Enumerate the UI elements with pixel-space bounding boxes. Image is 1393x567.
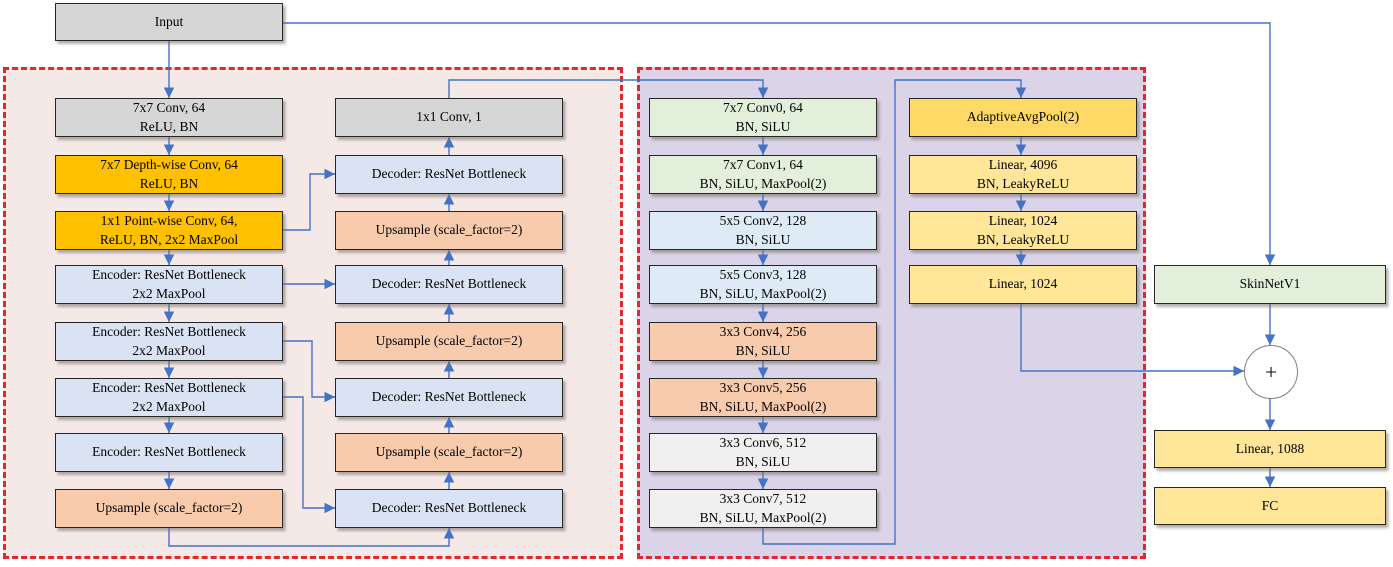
node-sublabel: BN, LeakyReLU bbox=[976, 175, 1070, 191]
node-label: 3x3 Conv7, 512 bbox=[719, 490, 807, 506]
pointwise-conv-block: 1x1 Point-wise Conv, 64, ReLU, BN, 2x2 M… bbox=[55, 211, 283, 250]
encoder-upsample-block: Upsample (scale_factor=2) bbox=[55, 489, 283, 528]
decoder-upsample-2: Upsample (scale_factor=2) bbox=[335, 322, 563, 361]
encoder-bottleneck-1: Encoder: ResNet Bottleneck 2x2 MaxPool bbox=[55, 265, 283, 304]
linear-1024-block-1: Linear, 1024 BN, LeakyReLU bbox=[909, 211, 1137, 250]
decoder-bottleneck-1: Decoder: ResNet Bottleneck bbox=[335, 155, 563, 194]
node-sublabel: BN, SiLU, MaxPool(2) bbox=[699, 398, 827, 414]
node-label: Encoder: ResNet Bottleneck bbox=[92, 266, 246, 282]
decoder-upsample-1: Upsample (scale_factor=2) bbox=[335, 211, 563, 250]
node-label: Linear, 1024 bbox=[988, 212, 1058, 228]
adaptive-avgpool-block: AdaptiveAvgPool(2) bbox=[909, 98, 1137, 137]
node-sublabel: BN, LeakyReLU bbox=[976, 231, 1070, 247]
conv4-block: 3x3 Conv4, 256 BN, SiLU bbox=[649, 322, 877, 361]
node-sublabel: 2x2 MaxPool bbox=[132, 285, 206, 301]
linear-4096-block: Linear, 4096 BN, LeakyReLU bbox=[909, 155, 1137, 194]
linear-1024-block-2: Linear, 1024 bbox=[909, 265, 1137, 304]
cnn-panel bbox=[637, 67, 1146, 559]
node-sublabel: 2x2 MaxPool bbox=[132, 398, 206, 414]
node-label: AdaptiveAvgPool(2) bbox=[966, 109, 1080, 125]
node-sublabel: BN, SiLU bbox=[735, 231, 791, 247]
node-label: Upsample (scale_factor=2) bbox=[375, 444, 523, 460]
sum-node: + bbox=[1244, 345, 1298, 399]
decoder-upsample-3: Upsample (scale_factor=2) bbox=[335, 433, 563, 472]
node-label: 1x1 Conv, 1 bbox=[416, 109, 482, 125]
plus-icon: + bbox=[1265, 359, 1277, 384]
node-label: 3x3 Conv4, 256 bbox=[719, 323, 807, 339]
node-label: Upsample (scale_factor=2) bbox=[95, 500, 243, 516]
decoder-bottleneck-2: Decoder: ResNet Bottleneck bbox=[335, 265, 563, 304]
node-label: 3x3 Conv5, 256 bbox=[719, 379, 807, 395]
node-sublabel: 2x2 MaxPool bbox=[132, 342, 206, 358]
node-label: Input bbox=[154, 13, 184, 29]
node-label: Decoder: ResNet Bottleneck bbox=[371, 389, 527, 405]
conv5-block: 3x3 Conv5, 256 BN, SiLU, MaxPool(2) bbox=[649, 378, 877, 417]
node-label: Decoder: ResNet Bottleneck bbox=[371, 500, 527, 516]
node-sublabel: BN, SiLU bbox=[735, 453, 791, 469]
conv2-block: 5x5 Conv2, 128 BN, SiLU bbox=[649, 211, 877, 250]
node-label: 3x3 Conv6, 512 bbox=[719, 434, 807, 450]
node-label: FC bbox=[1261, 497, 1279, 513]
node-label: Encoder: ResNet Bottleneck bbox=[92, 444, 246, 460]
conv0-block: 7x7 Conv0, 64 BN, SiLU bbox=[649, 98, 877, 137]
node-label: 5x5 Conv2, 128 bbox=[719, 212, 807, 228]
node-label: 7x7 Conv, 64 bbox=[132, 99, 206, 115]
node-label: Linear, 1024 bbox=[988, 276, 1058, 292]
node-label: SkinNetV1 bbox=[1239, 276, 1301, 292]
node-sublabel: ReLU, BN, 2x2 MaxPool bbox=[99, 231, 239, 247]
conv6-block: 3x3 Conv6, 512 BN, SiLU bbox=[649, 433, 877, 472]
input-node: Input bbox=[55, 3, 283, 41]
encoder-bottleneck-4: Encoder: ResNet Bottleneck bbox=[55, 433, 283, 472]
node-label: 7x7 Depth-wise Conv, 64 bbox=[100, 156, 238, 172]
node-label: Decoder: ResNet Bottleneck bbox=[371, 276, 527, 292]
node-label: Decoder: ResNet Bottleneck bbox=[371, 166, 527, 182]
node-sublabel: BN, SiLU, MaxPool(2) bbox=[699, 285, 827, 301]
skinnetv1-block: SkinNetV1 bbox=[1154, 265, 1386, 304]
node-sublabel: BN, SiLU bbox=[735, 342, 791, 358]
linear-1088-block: Linear, 1088 bbox=[1154, 430, 1386, 468]
node-label: Linear, 4096 bbox=[988, 156, 1058, 172]
decoder-bottleneck-4: Decoder: ResNet Bottleneck bbox=[335, 489, 563, 528]
stem-conv-block: 7x7 Conv, 64 ReLU, BN bbox=[55, 98, 283, 137]
node-sublabel: BN, SiLU, MaxPool(2) bbox=[699, 509, 827, 525]
unet-panel bbox=[3, 67, 623, 559]
conv7-block: 3x3 Conv7, 512 BN, SiLU, MaxPool(2) bbox=[649, 489, 877, 528]
node-label: Linear, 1088 bbox=[1235, 440, 1305, 456]
node-sublabel: BN, SiLU, MaxPool(2) bbox=[699, 175, 827, 191]
node-sublabel: ReLU, BN bbox=[139, 175, 199, 191]
encoder-bottleneck-3: Encoder: ResNet Bottleneck 2x2 MaxPool bbox=[55, 378, 283, 417]
conv1-block: 7x7 Conv1, 64 BN, SiLU, MaxPool(2) bbox=[649, 155, 877, 194]
node-label: 5x5 Conv3, 128 bbox=[719, 266, 807, 282]
node-sublabel: BN, SiLU bbox=[735, 118, 791, 134]
node-label: 7x7 Conv1, 64 bbox=[723, 156, 803, 172]
fc-block: FC bbox=[1154, 487, 1386, 525]
node-label: Encoder: ResNet Bottleneck bbox=[92, 323, 246, 339]
node-label: Upsample (scale_factor=2) bbox=[375, 333, 523, 349]
encoder-bottleneck-2: Encoder: ResNet Bottleneck 2x2 MaxPool bbox=[55, 322, 283, 361]
node-label: 1x1 Point-wise Conv, 64, bbox=[100, 212, 238, 228]
node-label: Upsample (scale_factor=2) bbox=[375, 222, 523, 238]
decoder-bottleneck-3: Decoder: ResNet Bottleneck bbox=[335, 378, 563, 417]
depthwise-conv-block: 7x7 Depth-wise Conv, 64 ReLU, BN bbox=[55, 155, 283, 194]
node-label: Encoder: ResNet Bottleneck bbox=[92, 379, 246, 395]
node-sublabel: ReLU, BN bbox=[139, 118, 199, 134]
node-label: 7x7 Conv0, 64 bbox=[723, 99, 803, 115]
conv3-block: 5x5 Conv3, 128 BN, SiLU, MaxPool(2) bbox=[649, 265, 877, 304]
output-conv-block: 1x1 Conv, 1 bbox=[335, 98, 563, 137]
